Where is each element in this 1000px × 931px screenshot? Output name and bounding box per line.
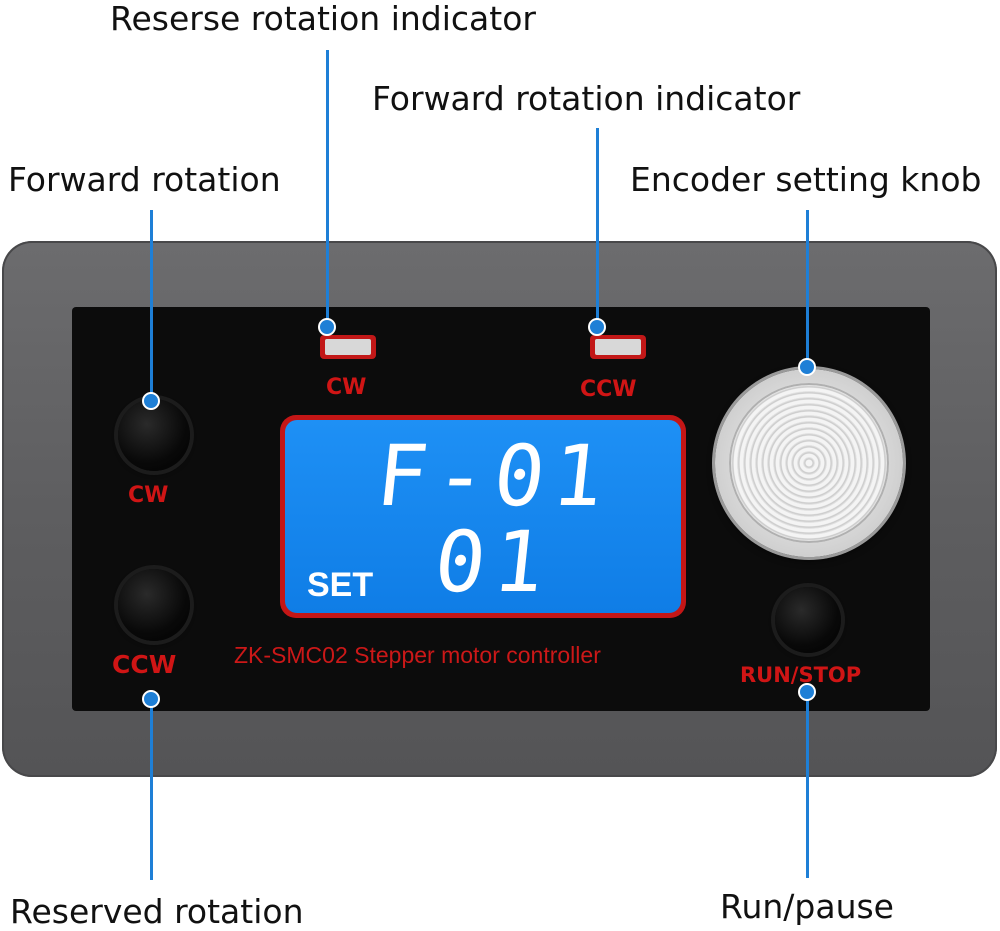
forward-rotation-callout: Forward rotation: [8, 160, 281, 199]
callout-dot-run-pause: [798, 683, 816, 701]
callout-dot-forward-indicator: [588, 318, 606, 336]
callout-dot-reverse-indicator: [318, 318, 336, 336]
ccw-button-label: CCW: [112, 650, 177, 679]
model-label: ZK-SMC02 Stepper motor controller: [234, 642, 601, 668]
encoder-knob-icon: [729, 383, 889, 543]
leader-line-reserved-rotation: [150, 700, 153, 880]
faceplate: CW CCW CW CCW F-01 01 SET ZK-SMC02 Stepp…: [72, 307, 930, 711]
lcd-screen: F-01 01 SET: [285, 420, 681, 613]
leader-line-forward-indicator: [596, 128, 599, 325]
ccw-button[interactable]: [118, 569, 190, 641]
controller-housing: CW CCW CW CCW F-01 01 SET ZK-SMC02 Stepp…: [2, 241, 997, 777]
run-stop-button[interactable]: [775, 587, 841, 653]
reverse-rotation-indicator-callout: Reserse rotation indicator: [110, 0, 536, 38]
leader-line-forward-rotation: [150, 210, 153, 400]
encoder-knob[interactable]: [715, 369, 903, 557]
lcd-line-1: F-01: [371, 427, 617, 525]
callout-dot-forward-rotation: [142, 392, 160, 410]
leader-line-run-pause: [806, 700, 809, 878]
lcd-line-2: 01: [429, 513, 558, 611]
cw-led-label: CW: [326, 375, 367, 400]
lcd-display: F-01 01 SET: [280, 415, 686, 618]
encoder-setting-knob-callout: Encoder setting knob: [630, 160, 982, 199]
callout-dot-encoder-knob: [798, 358, 816, 376]
cw-led-indicator: [320, 335, 376, 359]
forward-rotation-indicator-callout: Forward rotation indicator: [372, 79, 801, 118]
ccw-led-label: CCW: [580, 377, 637, 402]
leader-line-reverse-indicator: [326, 50, 329, 325]
run-pause-callout: Run/pause: [720, 887, 894, 926]
callout-dot-reserved-rotation: [142, 690, 160, 708]
leader-line-encoder-knob: [806, 210, 809, 368]
ccw-led-indicator: [590, 335, 646, 359]
lcd-set-label: SET: [307, 566, 374, 604]
reserved-rotation-callout: Reserved rotation: [10, 892, 304, 931]
run-stop-label: RUN/STOP: [740, 663, 862, 687]
cw-button[interactable]: [118, 399, 190, 471]
cw-button-label: CW: [128, 483, 169, 508]
